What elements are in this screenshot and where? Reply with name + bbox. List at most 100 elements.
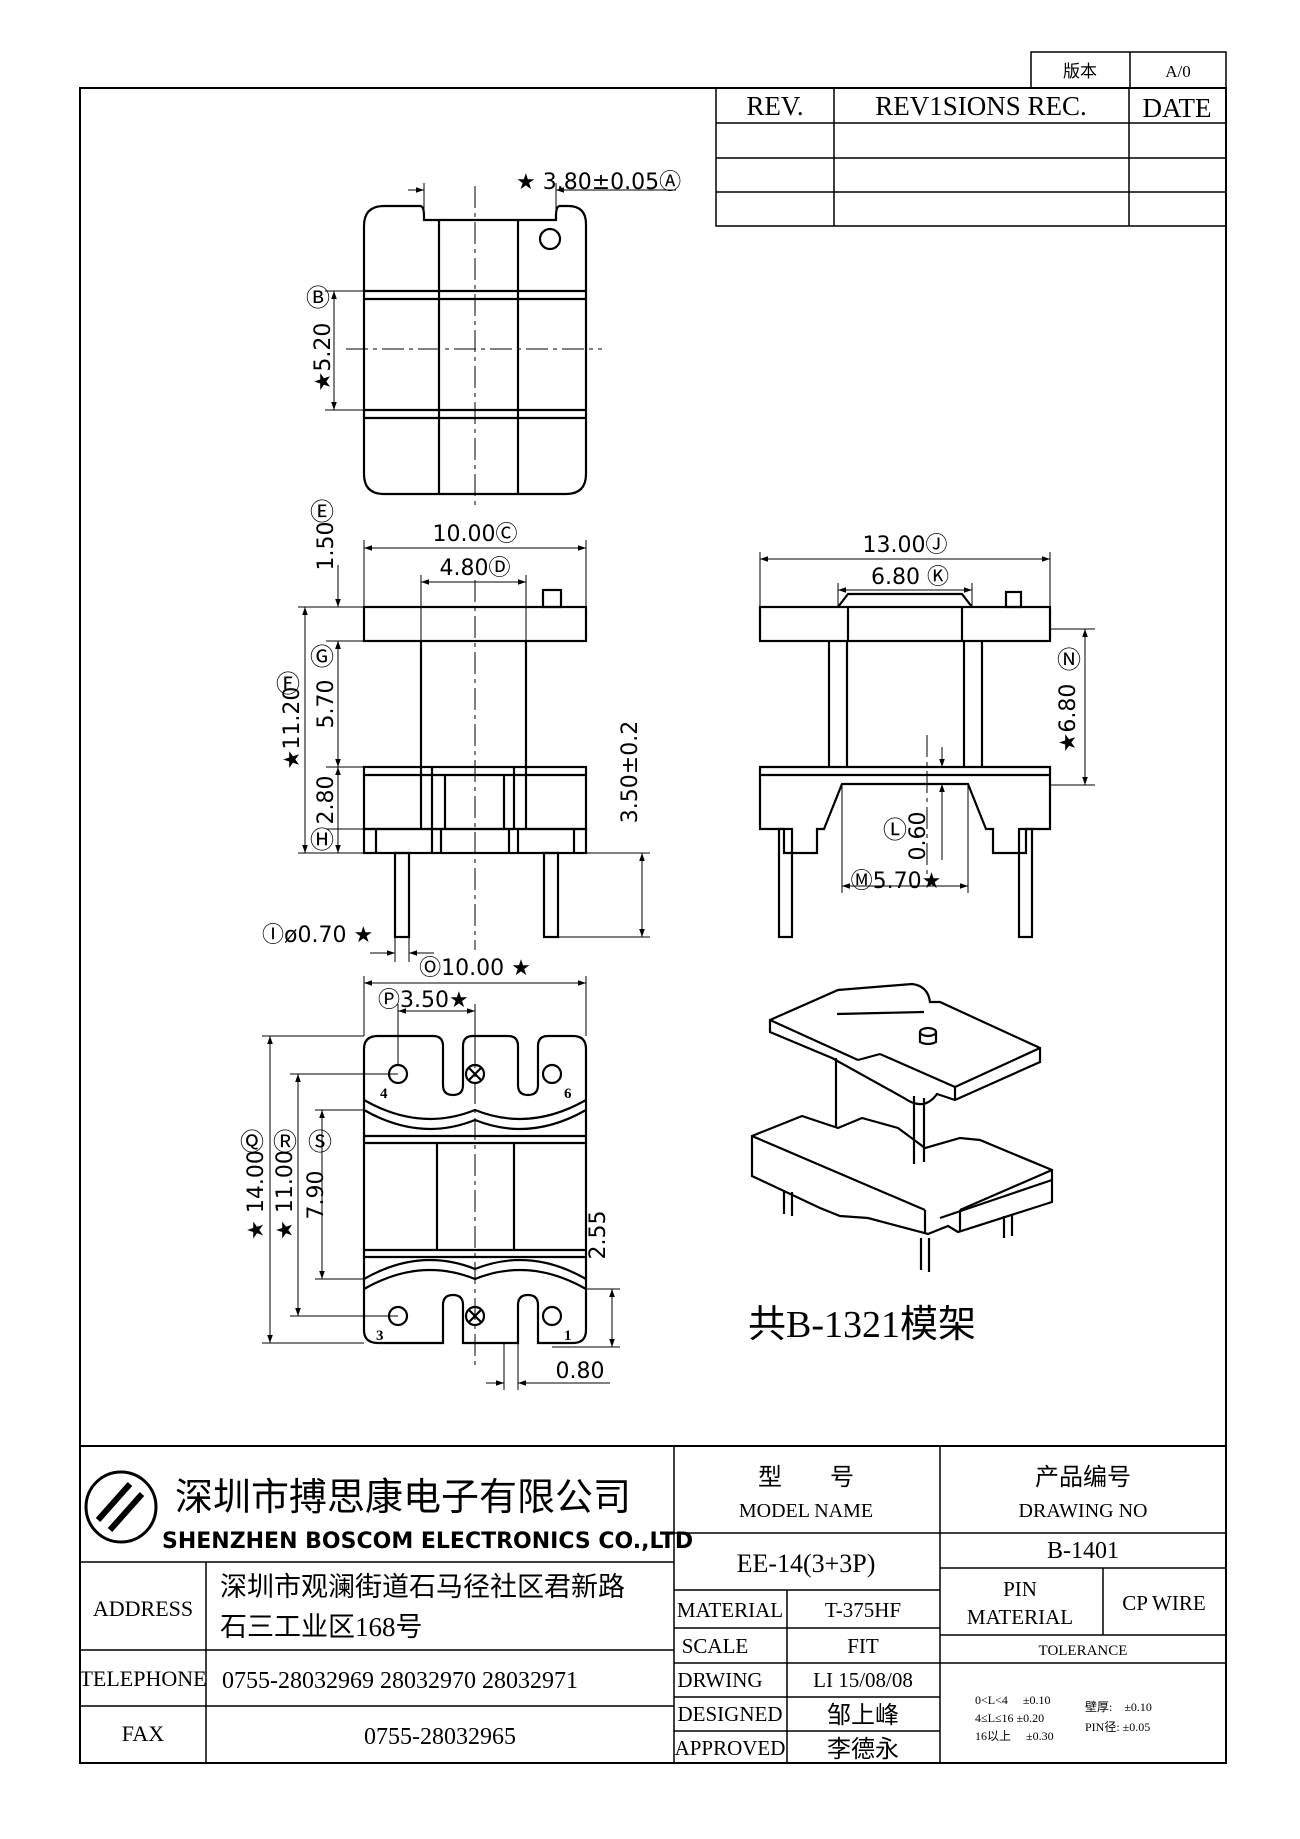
note-shared-mold: 共B-1321模架 — [748, 1304, 976, 1346]
rev-header: REV. — [746, 91, 803, 121]
dim-p — [397, 1004, 476, 1065]
dim-i — [370, 937, 434, 962]
approved-value: 李德永 — [827, 1736, 899, 1763]
dim-255 — [552, 1288, 620, 1348]
revisions-rec-header: REV1SIONS REC. — [875, 91, 1087, 121]
tolerance-pin: PIN径: ±0.05 — [1085, 1720, 1150, 1734]
dim-b — [325, 290, 364, 411]
dim-o — [363, 976, 587, 1036]
side-view — [758, 590, 1052, 939]
dim-m-label: Ⓜ5.70★ — [851, 869, 942, 894]
pin-label-1: 1 — [564, 1328, 572, 1344]
company-logo — [84, 1470, 158, 1544]
address-label: ADDRESS — [93, 1596, 193, 1621]
pin-label-4: 4 — [380, 1086, 388, 1102]
version-label: 版本 — [1063, 62, 1097, 81]
dim-i-label: Ⓘø0.70 ★ — [262, 923, 373, 948]
version-value: A/0 — [1165, 62, 1191, 81]
address-line1: 深圳市观澜街道石马径社区君新路 — [220, 1572, 625, 1602]
material-label: MATERIAL — [677, 1598, 783, 1622]
dim-s-label: 7.90 — [304, 1171, 329, 1220]
dim-350-label: 3.50±0.2 — [618, 721, 643, 823]
tolerance-line-2: 4≤L≤16 ±0.20 — [975, 1711, 1044, 1725]
designed-value: 邹上峰 — [827, 1702, 899, 1729]
dim-p-label: Ⓟ3.50★ — [378, 988, 469, 1013]
dim-h — [326, 767, 364, 853]
revision-table — [715, 87, 1227, 227]
tolerance-label: TOLERANCE — [1039, 1643, 1128, 1659]
dim-b-label: ★5.20 — [311, 323, 336, 392]
dim-g-letter: Ⓖ — [310, 643, 334, 671]
dim-r-letter: Ⓡ — [273, 1128, 297, 1156]
dim-j-label: 13.00Ⓙ — [863, 533, 948, 558]
fax-value: 0755-28032965 — [364, 1724, 516, 1750]
dim-o-label: Ⓞ10.00 ★ — [419, 956, 531, 981]
dim-g — [326, 641, 364, 768]
pin-label-3: 3 — [376, 1328, 384, 1344]
dim-k-label: 6.80 Ⓚ — [871, 565, 949, 590]
dim-c-label: 10.00Ⓒ — [433, 522, 518, 547]
company-name-en: SHENZHEN BOSCOM ELECTRONICS CO.,LTD — [162, 1529, 693, 1554]
drwing-value: LI 15/08/08 — [813, 1668, 913, 1692]
drawing-label-en: DRAWING NO — [1019, 1500, 1148, 1522]
dim-q-label: ★ 14.00 — [244, 1150, 269, 1240]
pin-label-6: 6 — [564, 1086, 572, 1102]
dim-k — [837, 583, 973, 607]
company-name-cn: 深圳市搏思康电子有限公司 — [175, 1477, 631, 1519]
dim-r-label: ★ 11.00 — [273, 1150, 298, 1240]
pin-material-label-2: MATERIAL — [967, 1605, 1073, 1629]
date-header: DATE — [1143, 93, 1212, 123]
pin-material-label-1: PIN — [1003, 1577, 1037, 1601]
model-label-en: MODEL NAME — [739, 1500, 873, 1522]
dim-f — [298, 606, 364, 854]
title-block-grid — [80, 1445, 1226, 1763]
dim-l-label: 0.60 — [906, 812, 931, 861]
dim-s — [315, 1109, 364, 1280]
drwing-label: DRWING — [677, 1668, 762, 1692]
isometric-view — [750, 982, 1054, 1272]
dim-a — [408, 183, 676, 220]
drawing-border — [79, 87, 1227, 1764]
dim-c — [363, 540, 587, 607]
dim-q-letter: Ⓠ — [240, 1128, 264, 1156]
tolerance-line-3: 16以上 ±0.30 — [975, 1729, 1054, 1743]
version-box: 版本 A/0 — [1030, 51, 1227, 89]
dim-255-label: 2.55 — [586, 1211, 611, 1260]
dim-n — [1050, 628, 1095, 786]
drawing-label-cn: 产品编号 — [1035, 1464, 1131, 1491]
dim-b-letter: Ⓑ — [306, 284, 330, 312]
approved-label: APPROVED — [675, 1736, 786, 1760]
dim-080 — [486, 1343, 610, 1390]
fax-label: FAX — [122, 1721, 164, 1746]
tolerance-wall: 壁厚: ±0.10 — [1085, 1699, 1152, 1714]
dim-f-letter: Ⓕ — [276, 670, 300, 698]
tolerance-line-1: 0<L<4 ±0.10 — [975, 1693, 1050, 1707]
dim-j — [759, 552, 1051, 607]
dim-n-letter: Ⓝ — [1057, 646, 1081, 674]
drawing-value: B-1401 — [1047, 1538, 1119, 1564]
dim-e-letter: Ⓔ — [310, 498, 334, 526]
address-line2: 石三工业区168号 — [220, 1612, 423, 1642]
scale-value: FIT — [847, 1634, 879, 1658]
telephone-value: 0755-28032969 28032970 28032971 — [222, 1668, 578, 1694]
dim-d — [420, 575, 527, 641]
dim-g-label: 5.70 — [314, 680, 339, 729]
model-value: EE-14(3+3P) — [737, 1549, 876, 1578]
model-label-cn: 型 号 — [758, 1464, 854, 1491]
dim-s-letter: Ⓢ — [308, 1128, 332, 1156]
designed-label: DESIGNED — [678, 1702, 783, 1726]
dim-280-label: 2.80 — [314, 776, 339, 825]
pin-material-value: CP WIRE — [1122, 1591, 1205, 1615]
dim-r — [290, 1073, 398, 1317]
dim-d-label: 4.80Ⓓ — [440, 556, 511, 581]
dim-h-letter: Ⓗ — [310, 826, 334, 854]
dim-l-letter: Ⓛ — [883, 816, 907, 844]
scale-label: SCALE — [682, 1634, 749, 1658]
dim-q — [262, 1035, 364, 1344]
dim-350 — [558, 852, 650, 938]
dim-f-label: ★11.20 — [280, 687, 305, 770]
dim-e-label: 1.50 — [314, 522, 339, 571]
dim-m — [841, 784, 969, 893]
telephone-label: TELEPHONE — [79, 1666, 206, 1691]
